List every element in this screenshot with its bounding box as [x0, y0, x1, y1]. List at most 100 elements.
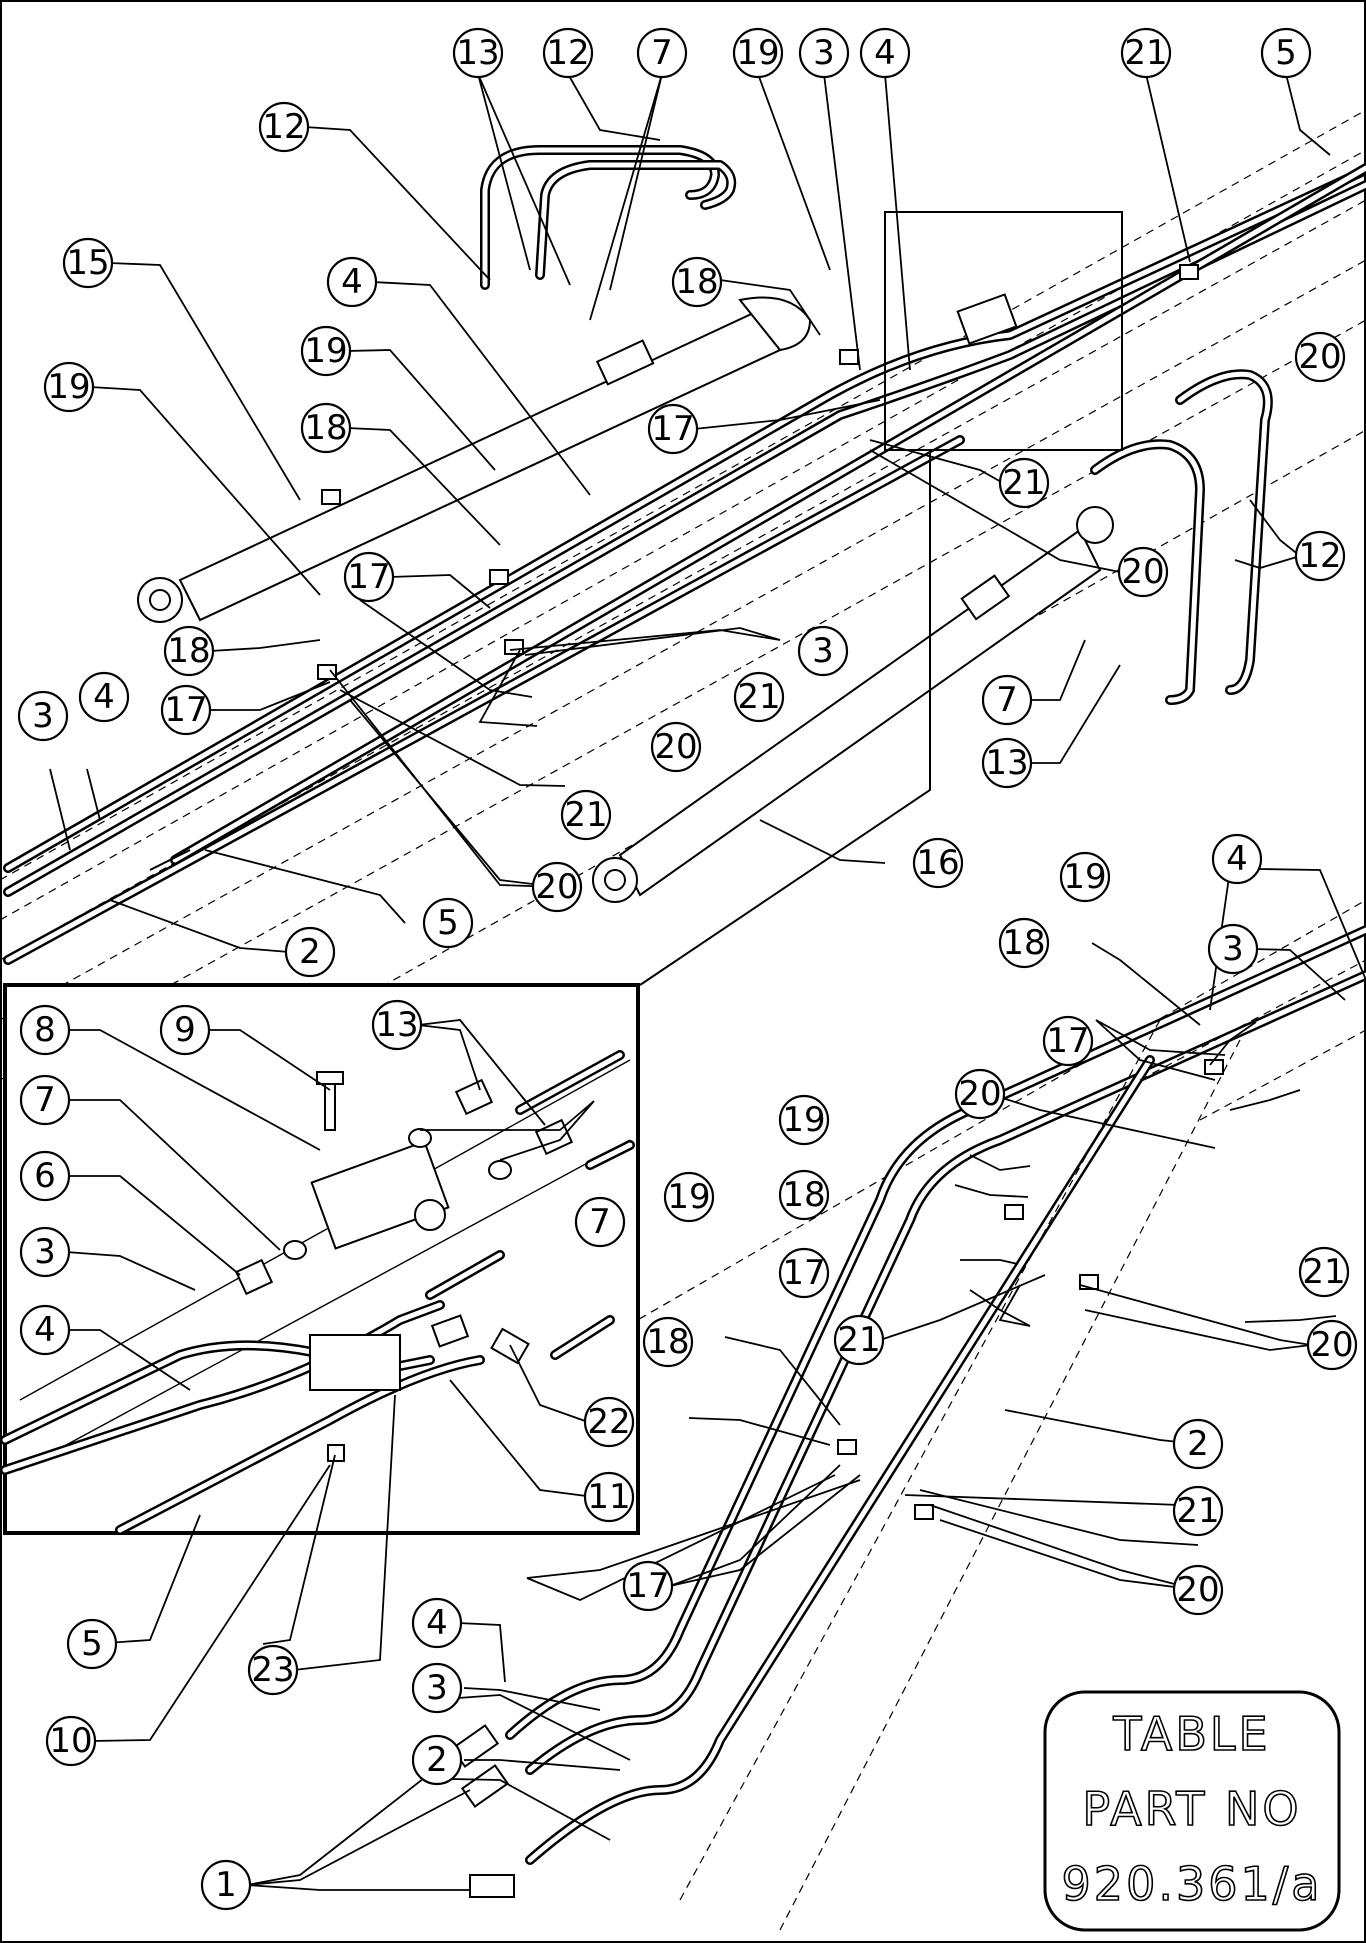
nut-10 — [327, 1444, 345, 1462]
callout-17-f: 17 — [622, 1560, 674, 1612]
callout-21-e: 21 — [833, 1314, 885, 1366]
callout-20-a: 20 — [1294, 331, 1346, 383]
callout-13-right: 13 — [981, 737, 1033, 789]
svg-text:2: 2 — [1187, 1424, 1209, 1464]
hose-2-upper — [3, 435, 965, 965]
callout-21-d: 21 — [1298, 1246, 1350, 1298]
hose-3-lower — [525, 970, 1366, 1775]
detail-inset-content — [0, 1050, 635, 1535]
callout-7-top: 7 — [636, 27, 688, 79]
callout-9: 9 — [159, 1004, 211, 1056]
hose-12-top — [480, 145, 737, 290]
svg-text:18: 18 — [646, 1322, 689, 1362]
callout-11: 11 — [583, 1471, 635, 1523]
svg-text:5: 5 — [437, 903, 459, 943]
svg-text:3: 3 — [32, 696, 54, 736]
svg-text:18: 18 — [782, 1175, 825, 1215]
svg-text:7: 7 — [589, 1202, 611, 1242]
svg-text:21: 21 — [1002, 463, 1045, 503]
valve-detail-box — [884, 211, 1123, 451]
svg-text:20: 20 — [654, 727, 697, 767]
svg-text:20: 20 — [1310, 1325, 1353, 1365]
svg-text:3: 3 — [1222, 929, 1244, 969]
svg-text:12: 12 — [262, 107, 305, 147]
svg-text:17: 17 — [782, 1253, 825, 1293]
callout-18-b: 18 — [300, 402, 352, 454]
callout-20-d: 20 — [531, 861, 583, 913]
svg-text:19: 19 — [304, 331, 347, 371]
callout-2-r: 2 — [1172, 1418, 1224, 1470]
callout-21-a: 21 — [998, 457, 1050, 509]
callout-12-right: 12 — [1294, 530, 1346, 582]
callout-19-f: 19 — [663, 1171, 715, 1223]
couplings-1 — [450, 1724, 515, 1898]
svg-text:8: 8 — [34, 1010, 56, 1050]
svg-text:7: 7 — [996, 680, 1018, 720]
callout-5-low: 5 — [66, 1618, 118, 1670]
svg-text:12: 12 — [1298, 536, 1341, 576]
callout-18-c: 18 — [163, 625, 215, 677]
callout-20-e: 20 — [954, 1068, 1006, 1120]
callout-19-e: 19 — [778, 1094, 830, 1146]
svg-text:3: 3 — [426, 1668, 448, 1708]
callout-23: 23 — [247, 1644, 299, 1696]
svg-text:19: 19 — [782, 1100, 825, 1140]
svg-text:19: 19 — [667, 1177, 710, 1217]
hose-4-lower — [505, 925, 1366, 1740]
bracket-23 — [309, 1334, 401, 1391]
callout-4-inset: 4 — [19, 1304, 71, 1356]
svg-text:18: 18 — [167, 631, 210, 671]
callout-13-top: 13 — [452, 27, 504, 79]
callout-balloons: 13 12 7 19 3 4 21 5 12 15 4 18 19 18 19 … — [17, 27, 1358, 1911]
title-part-number: 920.361/a — [1062, 1857, 1323, 1911]
svg-text:3: 3 — [34, 1232, 56, 1272]
svg-text:20: 20 — [1121, 552, 1164, 592]
svg-text:4: 4 — [34, 1310, 56, 1350]
svg-text:21: 21 — [837, 1320, 880, 1360]
callout-18-d: 18 — [998, 917, 1050, 969]
callout-7-right: 7 — [981, 674, 1033, 726]
svg-text:21: 21 — [1176, 1491, 1219, 1531]
callout-7-inset-b: 7 — [574, 1196, 626, 1248]
svg-text:15: 15 — [66, 243, 109, 283]
svg-text:11: 11 — [587, 1477, 630, 1517]
hose-2-lower — [525, 1055, 1155, 1865]
svg-text:19: 19 — [47, 367, 90, 407]
callout-19-c: 19 — [43, 361, 95, 413]
callout-20-c: 20 — [650, 721, 702, 773]
svg-text:4: 4 — [93, 677, 115, 717]
boom-lower-outline — [679, 959, 1366, 1931]
svg-text:20: 20 — [535, 867, 578, 907]
callout-4-mid: 4 — [326, 256, 378, 308]
svg-text:18: 18 — [675, 262, 718, 302]
callout-20-f: 20 — [1306, 1319, 1358, 1371]
valve-block-8 — [310, 1140, 450, 1250]
svg-text:4: 4 — [874, 33, 896, 73]
svg-text:18: 18 — [304, 408, 347, 448]
svg-text:19: 19 — [736, 33, 779, 73]
hose-3-upper — [3, 180, 1366, 897]
cylinder-upper-left — [137, 296, 812, 623]
callout-18-e: 18 — [778, 1169, 830, 1221]
callout-17-e: 17 — [778, 1247, 830, 1299]
callout-3-r: 3 — [1207, 923, 1259, 975]
callout-19-b: 19 — [300, 325, 352, 377]
svg-text:7: 7 — [34, 1080, 56, 1120]
svg-text:4: 4 — [1226, 839, 1248, 879]
callout-3-top: 3 — [798, 27, 850, 79]
callout-13-inset: 13 — [371, 999, 423, 1051]
clamps — [317, 264, 1224, 1520]
svg-text:1: 1 — [215, 1865, 237, 1905]
callout-12-left: 12 — [258, 101, 310, 153]
svg-text:17: 17 — [651, 409, 694, 449]
callout-17-a: 17 — [647, 403, 699, 455]
callout-10: 10 — [45, 1715, 97, 1767]
callout-2-low: 2 — [411, 1734, 463, 1786]
svg-text:2: 2 — [299, 932, 321, 972]
callout-20-g: 20 — [1172, 1564, 1224, 1616]
hose-5-upper — [149, 163, 1366, 871]
svg-text:22: 22 — [587, 1402, 630, 1442]
callout-5-top: 5 — [1260, 27, 1312, 79]
callout-17-c: 17 — [160, 684, 212, 736]
